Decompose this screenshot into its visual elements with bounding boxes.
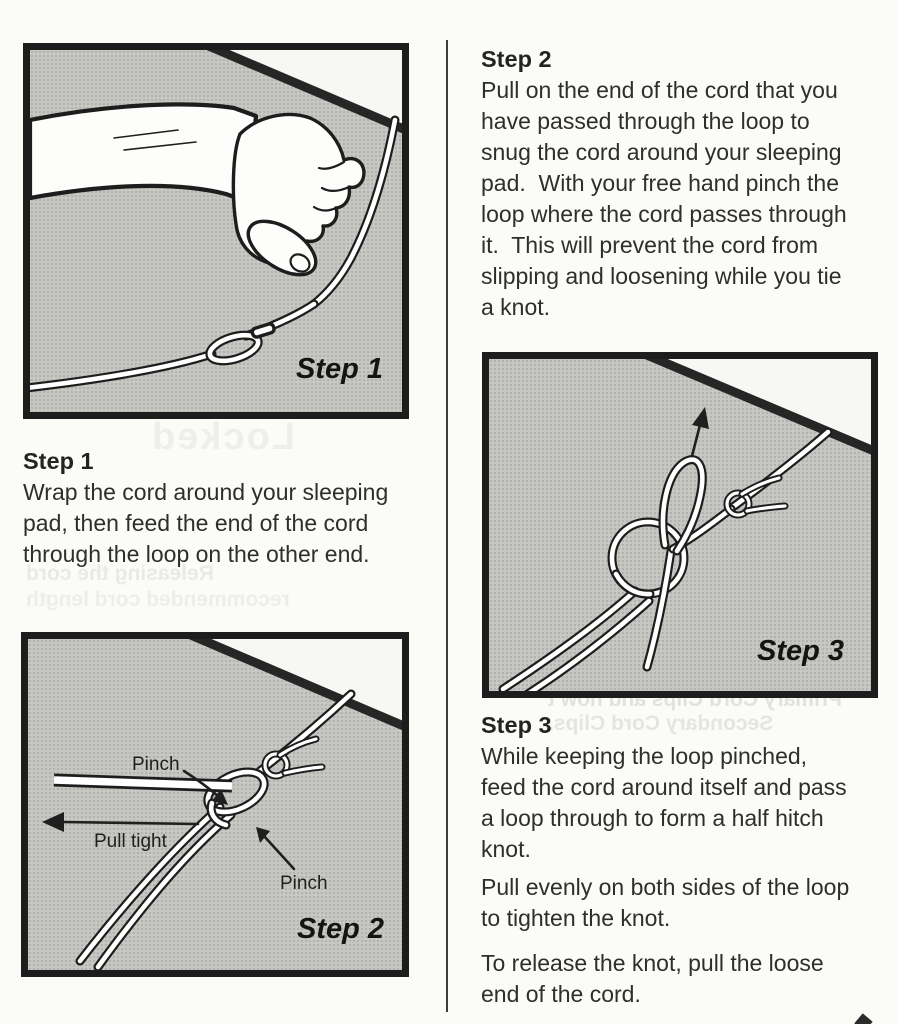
- pinch-top-arrow: [182, 769, 228, 805]
- step3-figure: Step 3: [482, 352, 878, 698]
- step3-heading: Step 3: [481, 712, 552, 738]
- hand-drawing: [231, 112, 366, 277]
- cord-loop-drawing: [30, 304, 314, 388]
- step3-body: While keeping the loop pinched, feed the…: [481, 743, 847, 862]
- pinch-bottom-arrow: [256, 827, 296, 871]
- step1-illustration: Step 1: [30, 50, 402, 412]
- pinch-top-label: Pinch: [132, 754, 180, 775]
- column-divider: [446, 40, 448, 1012]
- bleed-through-text: recommended cord length: [26, 588, 290, 611]
- step2-body: Pull on the end of the cord that you hav…: [481, 77, 847, 320]
- thumbnail-drawing: [289, 253, 311, 273]
- cord-toggle-drawing: [250, 322, 276, 339]
- release-paragraph-text: To release the knot, pull the loose end …: [481, 950, 824, 1007]
- release-paragraph: To release the knot, pull the loose end …: [481, 948, 897, 1010]
- figure-step-label: Step 1: [296, 353, 383, 385]
- step1-body: Wrap the cord around your sleeping pad, …: [23, 479, 389, 567]
- figure-step-label: Step 2: [297, 913, 384, 945]
- step3-section: Step 3 While keeping the loop pinched, f…: [481, 710, 897, 865]
- step1-heading: Step 1: [23, 448, 94, 474]
- step2-figure: Pull tight Pinch Pinch Step 2: [21, 632, 409, 977]
- step3-illustration: Step 3: [489, 359, 871, 691]
- pad-edge-line: [644, 359, 871, 455]
- pull-up-arrow: [690, 407, 709, 458]
- pad-edge-line: [188, 639, 402, 731]
- thumb-drawing: [246, 219, 318, 277]
- step2-heading: Step 2: [481, 46, 552, 72]
- figure-step-label: Step 3: [757, 635, 844, 667]
- step2-illustration: Pull tight Pinch Pinch Step 2: [42, 639, 402, 970]
- page-corner-mark: [854, 1013, 873, 1024]
- tighten-paragraph-text: Pull evenly on both sides of the loop to…: [481, 874, 850, 931]
- step2-section: Step 2 Pull on the end of the cord that …: [481, 44, 897, 323]
- pull-tight-label: Pull tight: [94, 831, 168, 852]
- tighten-paragraph: Pull evenly on both sides of the loop to…: [481, 872, 897, 934]
- pinch-bottom-label: Pinch: [280, 873, 328, 894]
- arm-drawing: [30, 102, 259, 205]
- step1-figure: Step 1: [23, 43, 409, 419]
- pull-tight-arrow: [42, 812, 200, 832]
- step1-section: Step 1 Wrap the cord around your sleepin…: [23, 446, 453, 570]
- pad-edge-line: [206, 50, 402, 134]
- pad-edge-background: [653, 359, 871, 449]
